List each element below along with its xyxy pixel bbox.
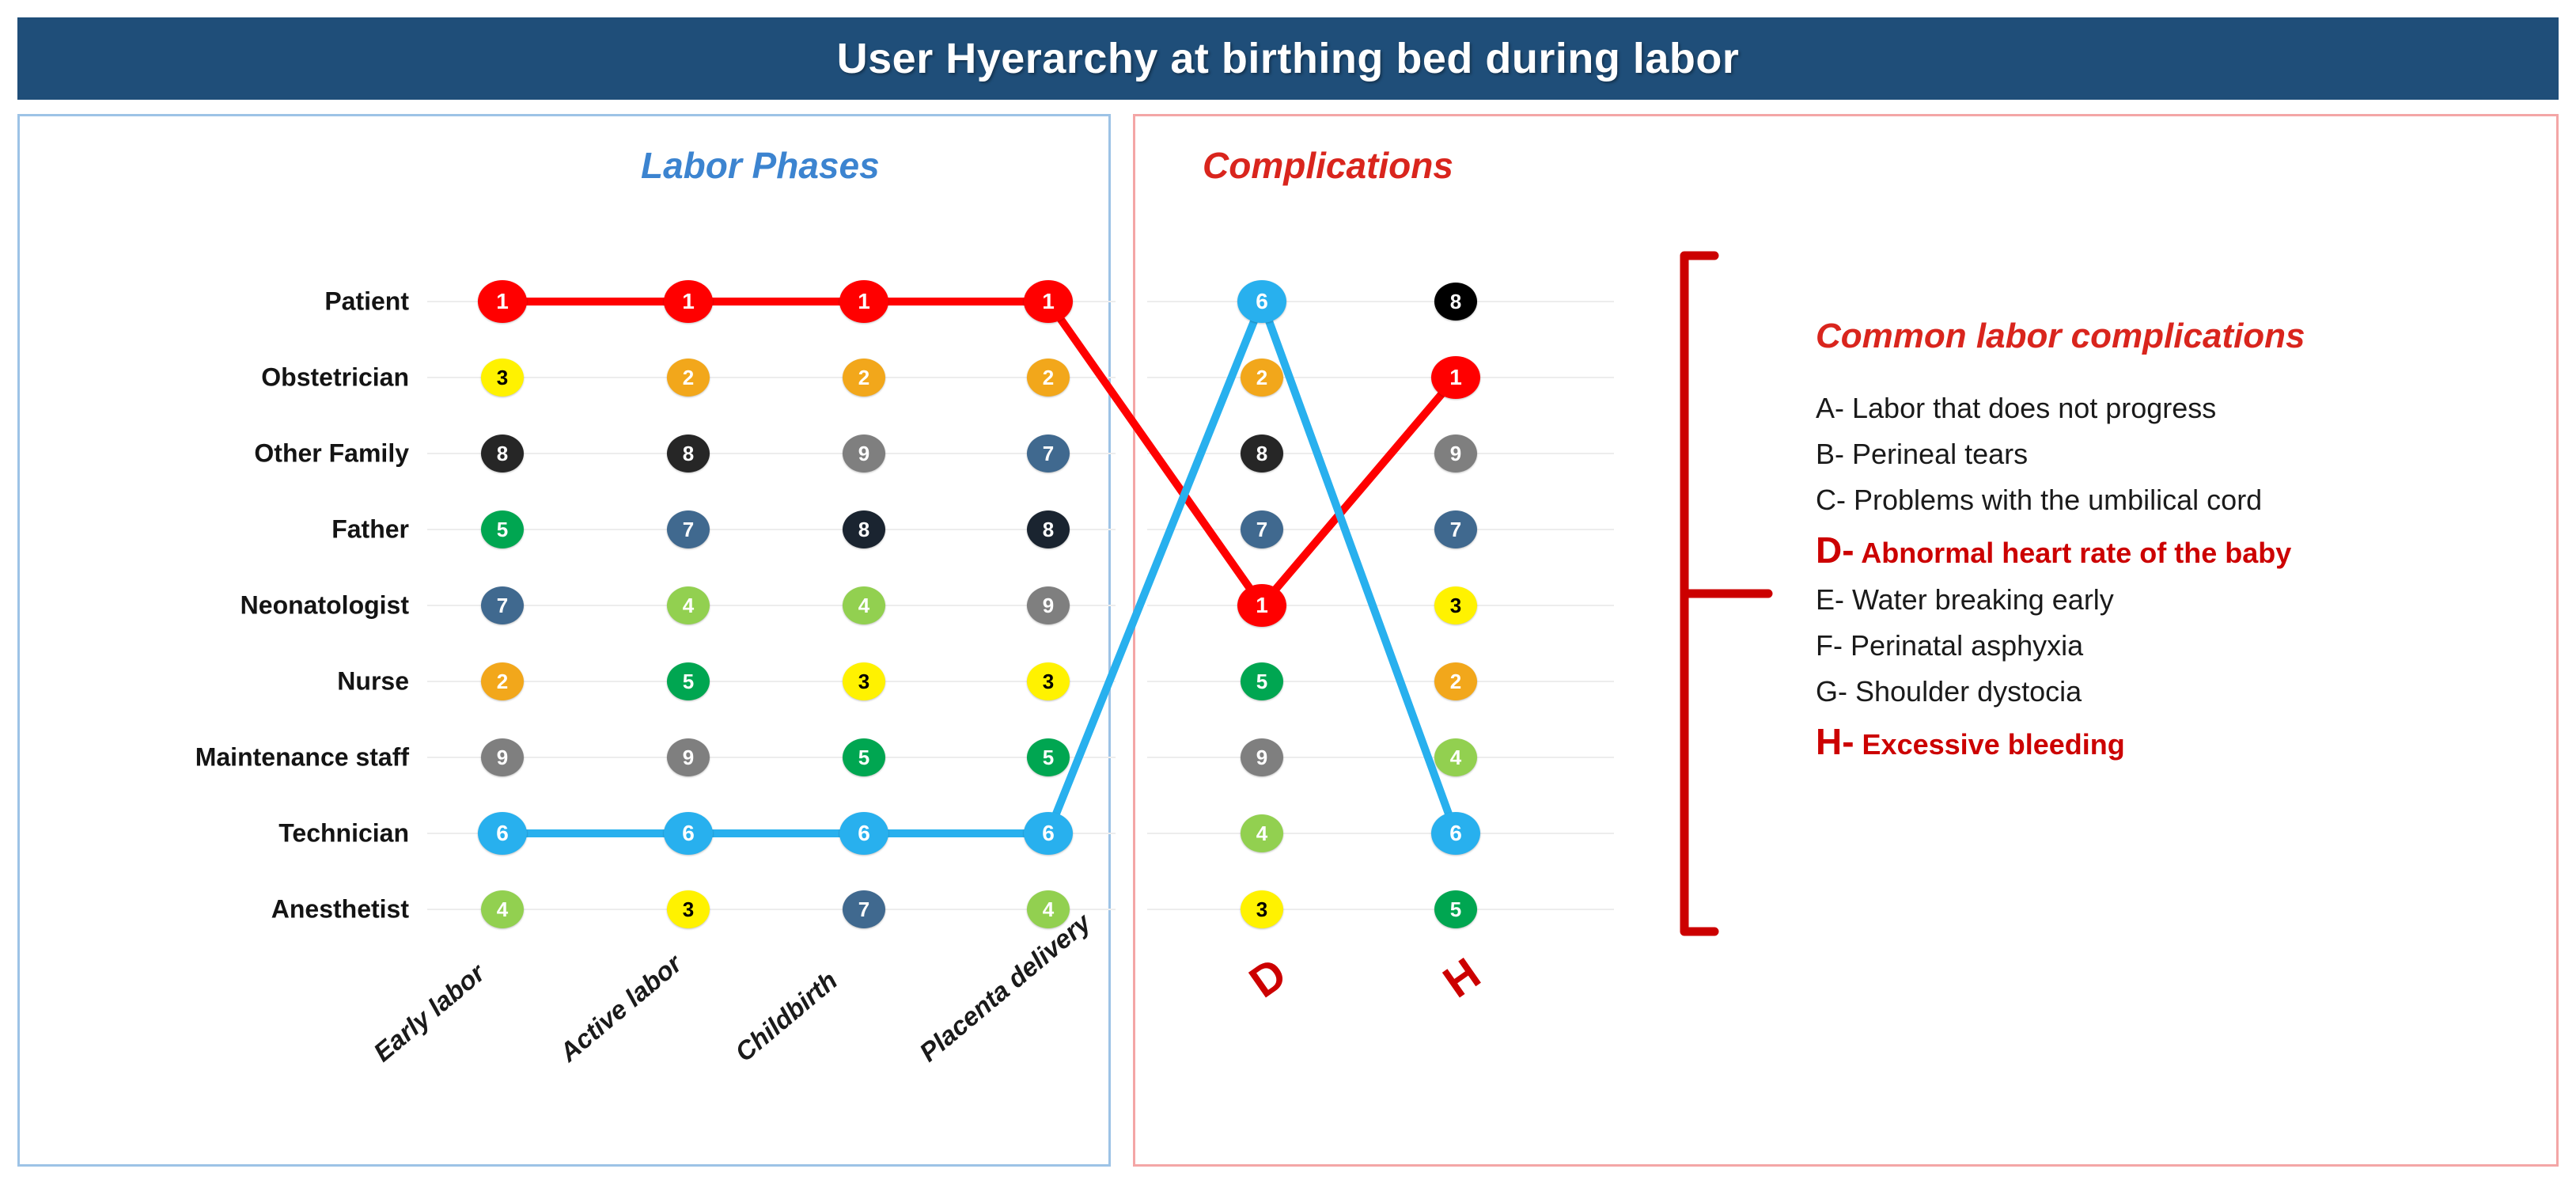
legend-title: Common labor complications (1816, 317, 2305, 355)
legend-item-text: Perineal tears (1844, 438, 2029, 470)
legend-item-letter: E- (1816, 583, 1844, 616)
legend-item-letter: C- (1816, 484, 1846, 516)
legend-item-c: C- Problems with the umbilical cord (1816, 486, 2528, 514)
legend-item-text: Perinatal asphyxia (1842, 629, 2084, 662)
legend-item-text: Labor that does not progress (1844, 392, 2217, 424)
legend-item-letter: D- (1816, 529, 1854, 571)
complications-heading: Complications (1203, 145, 1453, 186)
page-title: User Hyerarchy at birthing bed during la… (836, 35, 1740, 82)
legend-item-letter: F- (1816, 629, 1843, 662)
legend-item-g: G- Shoulder dystocia (1816, 677, 2528, 706)
legend-item-b: B- Perineal tears (1816, 440, 2528, 469)
complications-legend: Common labor complications A- Labor that… (1816, 317, 2528, 777)
legend-item-f: F- Perinatal asphyxia (1816, 632, 2528, 660)
legend-item-text: Problems with the umbilical cord (1846, 484, 2263, 516)
complications-bracket (1680, 251, 1773, 936)
legend-item-letter: G- (1816, 675, 1847, 708)
legend-item-h: H- Excessive bleeding (1816, 723, 2528, 760)
legend-item-letter: H- (1816, 721, 1854, 762)
legend-item-a: A- Labor that does not progress (1816, 394, 2528, 423)
legend-item-text: Shoulder dystocia (1847, 675, 2082, 708)
labor-phases-panel (17, 114, 1111, 1167)
legend-item-text: Excessive bleeding (1854, 728, 2125, 761)
title-bar: User Hyerarchy at birthing bed during la… (17, 17, 2559, 100)
legend-item-text: Water breaking early (1844, 583, 2114, 616)
legend-item-text: Abnormal heart rate of the baby (1854, 537, 2292, 569)
labor-phases-heading: Labor Phases (641, 145, 880, 186)
legend-item-e: E- Water breaking early (1816, 586, 2528, 614)
legend-item-letter: A- (1816, 392, 1844, 424)
legend-item-d: D- Abnormal heart rate of the baby (1816, 532, 2528, 568)
legend-item-letter: B- (1816, 438, 1844, 470)
